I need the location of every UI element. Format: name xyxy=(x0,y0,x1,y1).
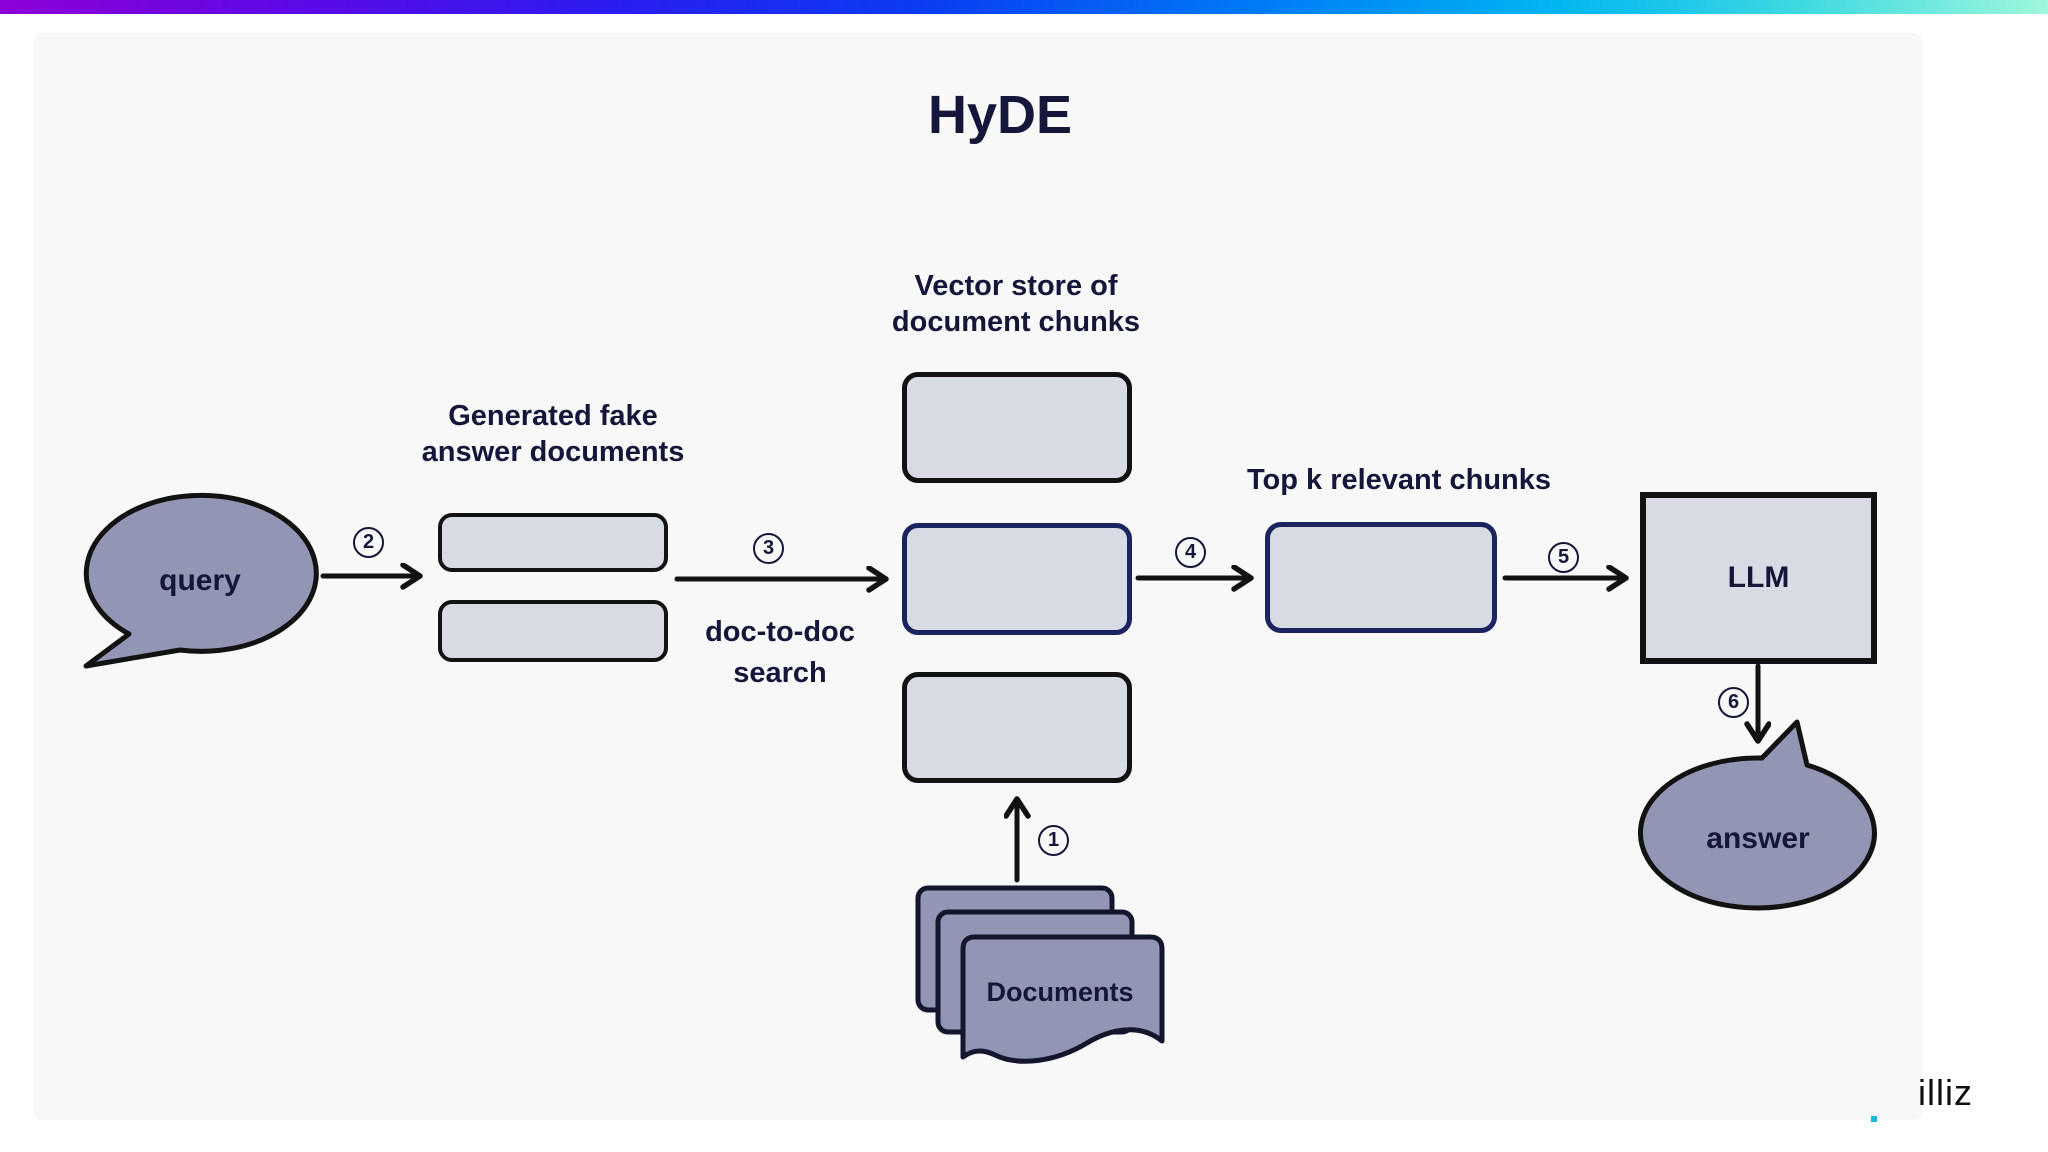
documents-stack-icon xyxy=(915,885,1165,1064)
answer-label: answer xyxy=(1706,822,1810,855)
doc-to-doc-label: doc-to-doc search xyxy=(705,616,855,689)
step-6-badge: 6 xyxy=(1718,687,1749,718)
documents-label: Documents xyxy=(986,977,1134,1007)
vector-store-chunk-top xyxy=(902,372,1132,483)
answer-bubble-icon xyxy=(1637,719,1877,911)
vector-store-label: Vector store of document chunks xyxy=(891,270,1141,338)
page-title: HyDE xyxy=(927,85,1073,145)
step-4-badge: 4 xyxy=(1175,537,1206,568)
brand-logo-text: illiz xyxy=(1918,1072,1973,1113)
step-2-badge: 2 xyxy=(353,527,384,558)
llm-box: LLM xyxy=(1640,492,1877,664)
top-k-label: Top k relevant chunks xyxy=(1246,464,1552,496)
llm-label: LLM xyxy=(1727,561,1790,594)
step-5-badge: 5 xyxy=(1548,542,1579,573)
fake-answer-doc-2 xyxy=(438,600,668,662)
generated-fake-label: Generated fake answer documents xyxy=(421,400,685,468)
step-1-badge: 1 xyxy=(1038,825,1069,856)
vector-store-chunk-middle xyxy=(902,523,1132,635)
fake-answer-doc-1 xyxy=(438,513,668,572)
step-3-badge: 3 xyxy=(753,533,784,564)
top-gradient-bar xyxy=(0,0,2048,14)
query-bubble-icon xyxy=(83,492,319,669)
query-label: query xyxy=(159,564,241,597)
vector-store-chunk-bottom xyxy=(902,672,1132,783)
brand-accent-dot xyxy=(1871,1116,1877,1122)
top-k-chunk-box xyxy=(1265,522,1497,633)
